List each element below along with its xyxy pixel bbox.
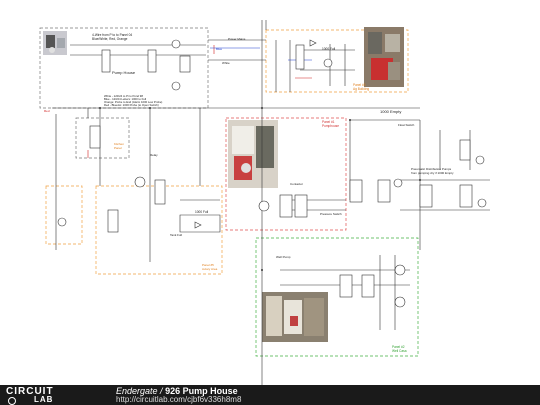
solenoid-label: 1000 Full xyxy=(195,210,208,214)
panel3-label-2: Ag Building xyxy=(353,87,369,91)
project-title: Endergate / 926 Pump House xyxy=(116,386,238,396)
circuitlab-logo[interactable]: CIRCUIT LAB xyxy=(6,386,86,405)
logo-text-bottom: LAB xyxy=(34,395,54,404)
panel3-label-1: Panel #3 xyxy=(353,83,366,87)
dist-pumps-label-2: from pumping dry if 1000 Empty xyxy=(411,171,454,175)
power-mains-label: Power Mains xyxy=(228,37,246,41)
float-switch-label: Float Switch xyxy=(398,123,415,127)
legend-line-4: Red - Bluedot: 1000 Probe (to Open Switc… xyxy=(104,103,159,107)
logo-circle-icon xyxy=(8,397,16,405)
logo-text-top: CIRCUIT xyxy=(6,386,54,397)
panel2-label-1: Panel #2 xyxy=(392,345,405,349)
legend-line-2: Blue - 120/24 Letters: 1000 to Full xyxy=(104,97,147,101)
kitchen-frame xyxy=(75,117,130,159)
author-name[interactable]: Endergate xyxy=(116,386,158,396)
pump-house-title: Pump House xyxy=(112,70,136,75)
panel1-frame xyxy=(225,117,347,231)
kitchen-label-1: Kitchen xyxy=(114,142,124,146)
project-url[interactable]: http://circuitlab.com/cjbf6v336h8m8 xyxy=(116,395,242,404)
panel2-frame xyxy=(255,237,419,357)
relay-label: Relay xyxy=(150,153,158,157)
pump-motor-label: 1000 Full xyxy=(322,47,335,51)
project-name[interactable]: 926 Pump House xyxy=(165,386,238,396)
panel3-frame xyxy=(265,29,409,93)
panel1-photo xyxy=(228,120,278,188)
contactor-label: Contactor xyxy=(290,182,303,186)
well-pump-label: Well Pump xyxy=(276,255,291,259)
kitchen-label-2: Panel xyxy=(114,146,122,150)
junction-dots xyxy=(99,107,421,271)
tank-full-label: Tank Full xyxy=(170,233,182,237)
motor-symbols xyxy=(57,39,487,308)
dist-pumps-label: Pneumatic Distribution Pumps xyxy=(411,167,452,171)
blue-wire-label: Blue xyxy=(216,47,222,51)
left-orange-frame xyxy=(45,185,83,245)
panel3-photo xyxy=(364,27,404,87)
pressure-switch-label: Pressure Switch xyxy=(320,212,342,216)
relay-symbol xyxy=(89,44,473,298)
schematic-canvas: 4-Wire from P to to Panel 04 Blue/White,… xyxy=(39,20,490,385)
panel5-label-2: Aviary Area xyxy=(202,267,218,271)
wire-colors-label: Blue/White, Red, Orange xyxy=(92,37,128,41)
legend-line-1: White - 120/24 to Pi to Pond 98 xyxy=(104,94,143,98)
footer-bar: CIRCUIT LAB Endergate / 926 Pump House h… xyxy=(0,385,540,405)
panel1-label-2: Pumphouse xyxy=(322,124,339,128)
panel1-label-1: Panel #1 xyxy=(322,120,335,124)
title-separator: / xyxy=(157,386,166,396)
panel2-label-2: Well Casa xyxy=(392,349,407,353)
legend-line-3: Orange: Probe to End (Alarm 1000 Low Pro… xyxy=(104,100,162,104)
diode-symbols xyxy=(179,39,317,233)
red-wires xyxy=(87,45,312,158)
pump-house-photo xyxy=(43,31,67,55)
red-wire-label: Red xyxy=(44,109,50,113)
wire-note-label: 4-Wire from P to to Panel 04 xyxy=(92,33,132,37)
panel5-label-1: Panel #5 xyxy=(202,263,214,267)
panel2-photo xyxy=(262,292,328,342)
tank-label: 1000 Empty xyxy=(380,109,401,114)
white-wire-label: White xyxy=(222,61,230,65)
